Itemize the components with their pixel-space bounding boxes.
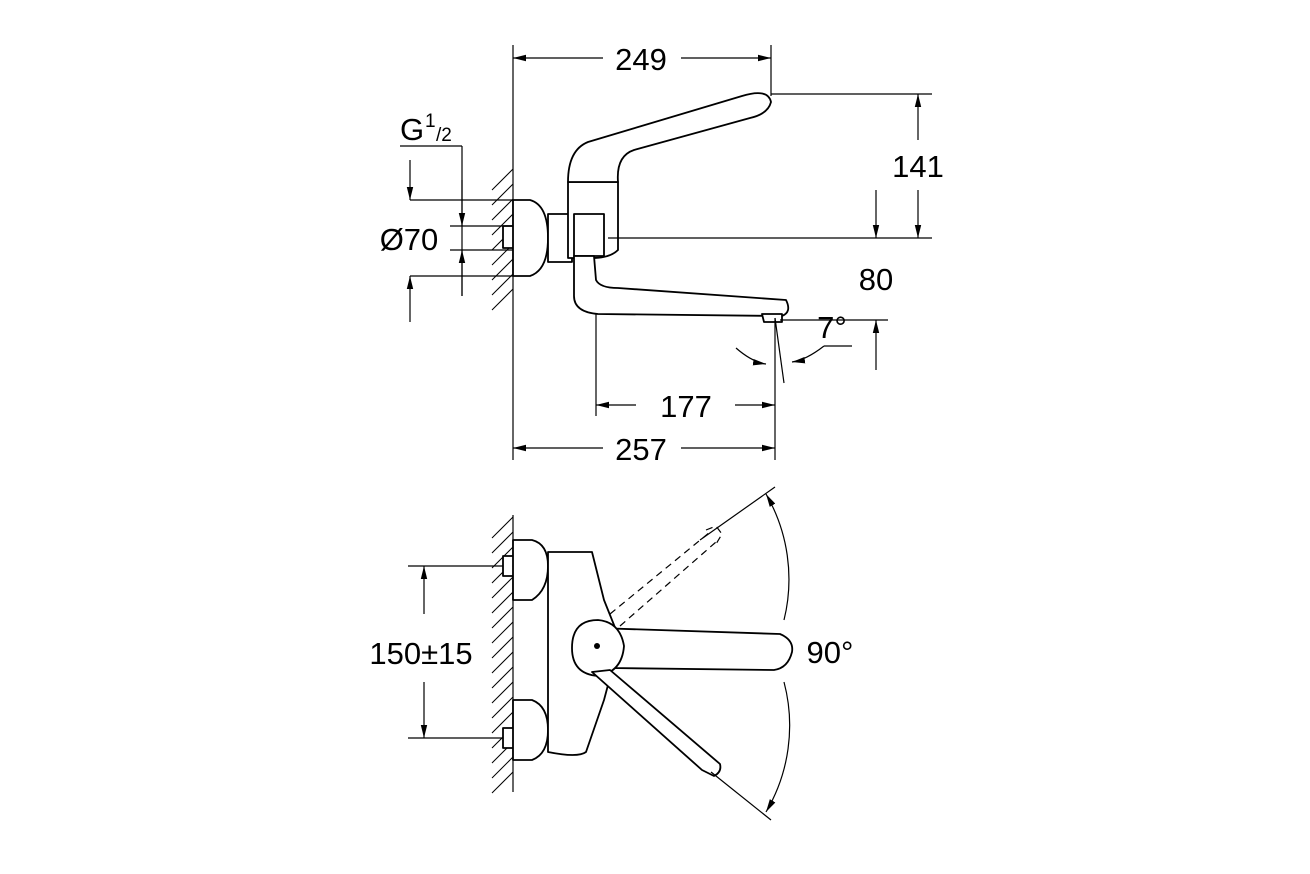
dim-249: 249 xyxy=(615,42,667,77)
inlet-upper xyxy=(512,539,549,601)
faucet-top-profile xyxy=(502,486,794,821)
faucet-side-profile xyxy=(502,92,790,323)
rosette-side xyxy=(512,199,549,277)
long-handle xyxy=(591,669,722,777)
dim-80: 80 xyxy=(859,262,893,297)
dim-90-degrees: 90° xyxy=(807,635,854,670)
inlet-lower xyxy=(512,699,549,761)
dim-diameter-70: Ø70 xyxy=(380,222,439,257)
thread-label: G 1 /2 xyxy=(400,111,452,147)
lever-side xyxy=(567,92,772,183)
side-view: 249 141 80 7° 177 257 G 1 /2 xyxy=(380,42,944,467)
thread-g: G xyxy=(400,112,424,147)
lever-top xyxy=(595,627,794,671)
connector-side xyxy=(547,213,573,263)
dim-257: 257 xyxy=(615,432,667,467)
wall-hatching-side xyxy=(491,45,514,460)
dim-141: 141 xyxy=(892,149,944,184)
thread-denominator: /2 xyxy=(436,125,452,146)
thread-numerator: 1 xyxy=(425,111,436,132)
dim-7-degrees: 7° xyxy=(817,310,847,345)
top-view: 150±15 90° xyxy=(369,486,854,821)
aerator xyxy=(761,313,783,323)
spout-side xyxy=(573,255,790,317)
dim-150-centres: 150±15 xyxy=(369,636,472,671)
dim-177: 177 xyxy=(660,389,712,424)
